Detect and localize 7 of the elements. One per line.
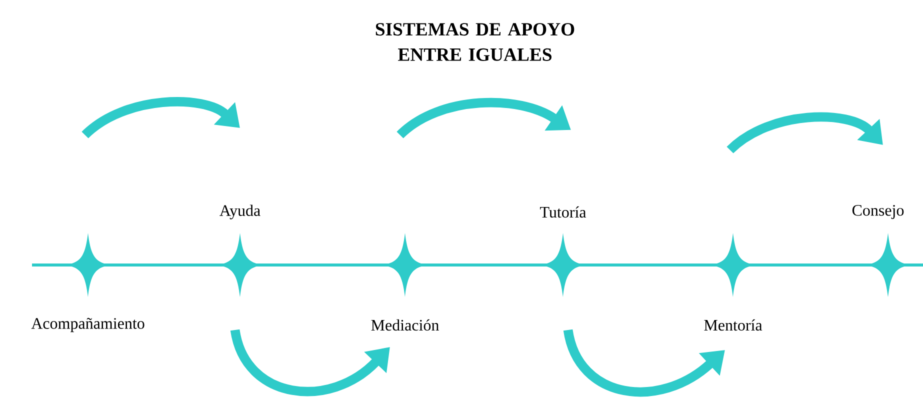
timeline-label: Mediación: [371, 319, 439, 331]
timeline-label: Ayuda: [220, 204, 260, 220]
title: SISTEMAS DE APOYO ENTRE IGUALES: [376, 23, 574, 61]
timeline-label: Acompañamiento: [31, 318, 144, 332]
timeline-label: Mentoría: [704, 319, 762, 331]
timeline-label: Tutoría: [540, 206, 586, 218]
timeline-label: Consejo: [852, 205, 904, 219]
